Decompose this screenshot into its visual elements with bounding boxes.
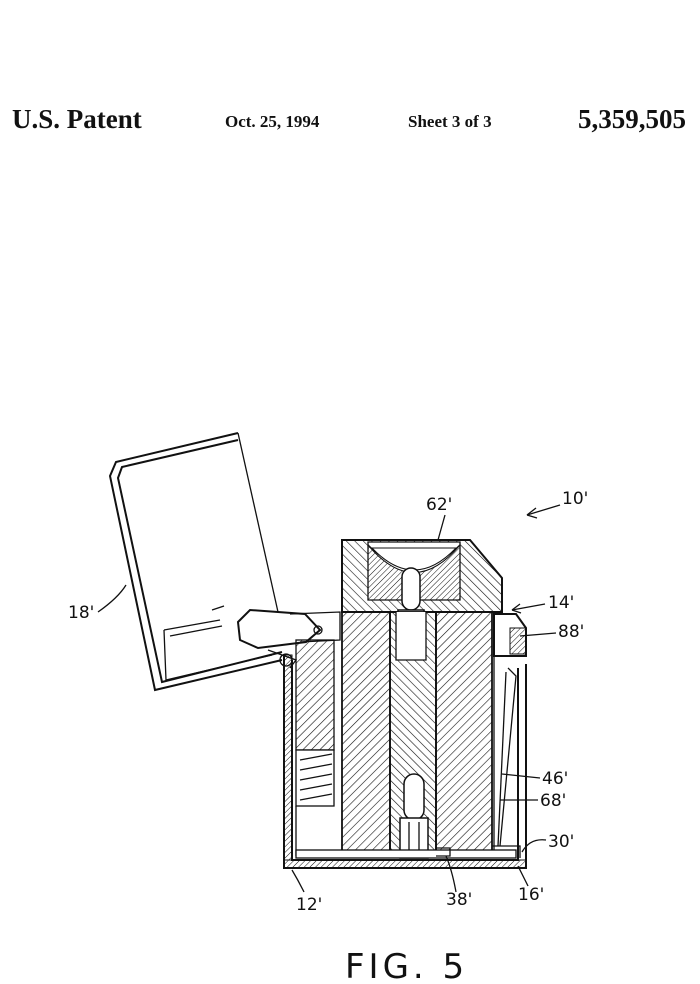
ref-label-68: 68': [540, 791, 566, 811]
spring-compartment: [295, 639, 335, 856]
lighter-lid: [108, 432, 283, 692]
ref-label-10: 10': [562, 489, 588, 509]
ref-label-18: 18': [68, 603, 94, 623]
outer-case: [283, 654, 527, 869]
figure-caption: FIG. 5: [345, 947, 468, 984]
top-housing: [341, 539, 503, 613]
sheet-number: Sheet 3 of 3: [408, 112, 492, 131]
ref-label-62: 62': [426, 495, 452, 515]
switch-assembly: [492, 613, 527, 858]
ref-label-14: 14': [548, 593, 574, 613]
ref-label-88: 88': [558, 622, 584, 642]
patent-title: U.S. Patent: [12, 104, 142, 134]
ref-label-30: 30': [548, 832, 574, 852]
patent-date: Oct. 25, 1994: [225, 112, 320, 131]
ref-label-12: 12': [296, 895, 322, 915]
ref-label-46: 46': [542, 769, 568, 789]
patent-header: U.S. Patent Oct. 25, 1994 Sheet 3 of 3 5…: [0, 104, 700, 140]
leader-lines: [97, 504, 561, 893]
ref-label-38: 38': [446, 890, 472, 910]
ref-label-16: 16': [518, 885, 544, 905]
patent-number: 5,359,505: [578, 104, 686, 134]
bottom-plate: [295, 847, 517, 859]
